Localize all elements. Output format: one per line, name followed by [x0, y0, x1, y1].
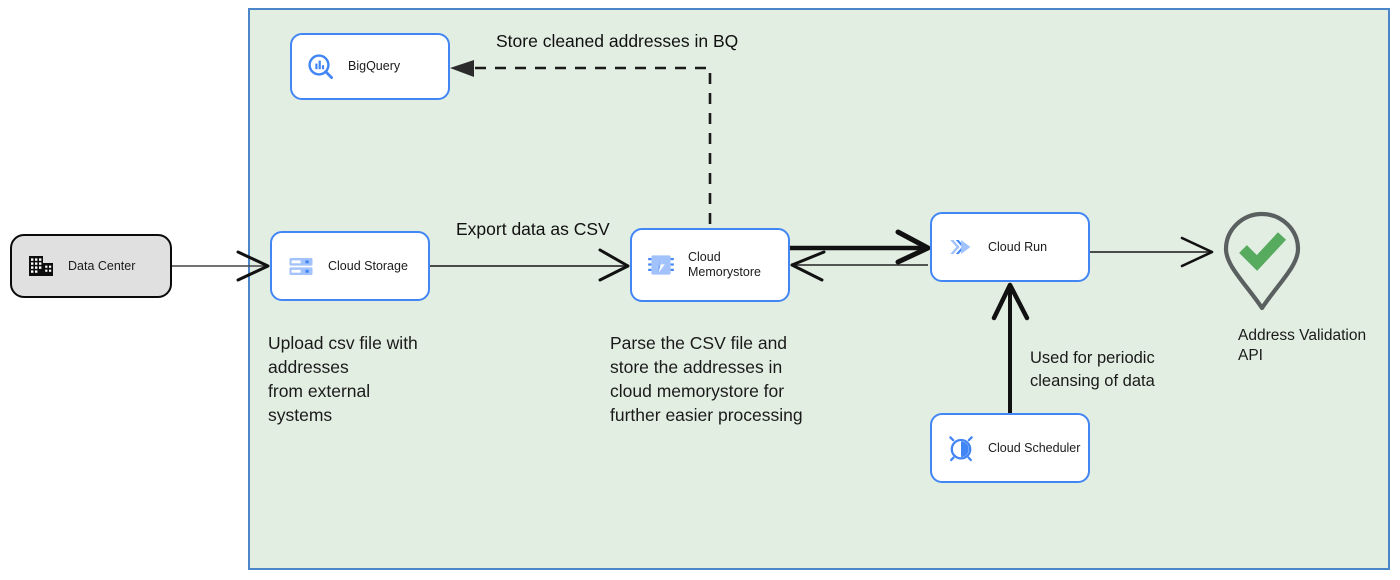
cloud-storage-icon — [286, 251, 316, 281]
node-label: Data Center — [68, 258, 136, 273]
note-scheduler-periodic: Used for periodic cleansing of data — [1030, 349, 1155, 390]
node-cloud-run[interactable]: Cloud Run — [930, 212, 1090, 282]
node-cloud-storage[interactable]: Cloud Storage — [270, 231, 430, 301]
node-cloud-scheduler[interactable]: Cloud Scheduler — [930, 413, 1090, 483]
node-cloud-memorystore[interactable]: Cloud Memorystore — [630, 228, 790, 302]
node-label: Cloud Storage — [328, 258, 408, 273]
node-bigquery[interactable]: BigQuery — [290, 33, 450, 100]
address-validation-pin-icon — [1223, 211, 1301, 311]
cloud-scheduler-icon — [946, 433, 976, 463]
node-label: Cloud Memorystore — [688, 250, 761, 279]
note-upload-csv: Upload csv file with addresses from exte… — [268, 333, 418, 425]
bigquery-icon — [306, 52, 336, 82]
cloud-run-icon — [946, 232, 976, 262]
node-label: BigQuery — [348, 59, 401, 74]
node-label: Cloud Run — [988, 239, 1048, 254]
node-address-validation-api[interactable] — [1216, 208, 1308, 314]
edge-label-store-in-bq: Store cleaned addresses in BQ — [496, 31, 739, 51]
address-validation-api-caption: Address Validation API — [1238, 327, 1367, 365]
google-cloud-boundary — [248, 8, 1390, 570]
edge-label-export-csv: Export data as CSV — [456, 219, 610, 239]
node-data-center[interactable]: Data Center — [10, 234, 172, 298]
data-center-icon — [26, 251, 56, 281]
node-label: Cloud Scheduler — [988, 440, 1081, 455]
cloud-memorystore-icon — [646, 250, 676, 280]
note-parse-csv: Parse the CSV file and store the address… — [610, 333, 803, 425]
